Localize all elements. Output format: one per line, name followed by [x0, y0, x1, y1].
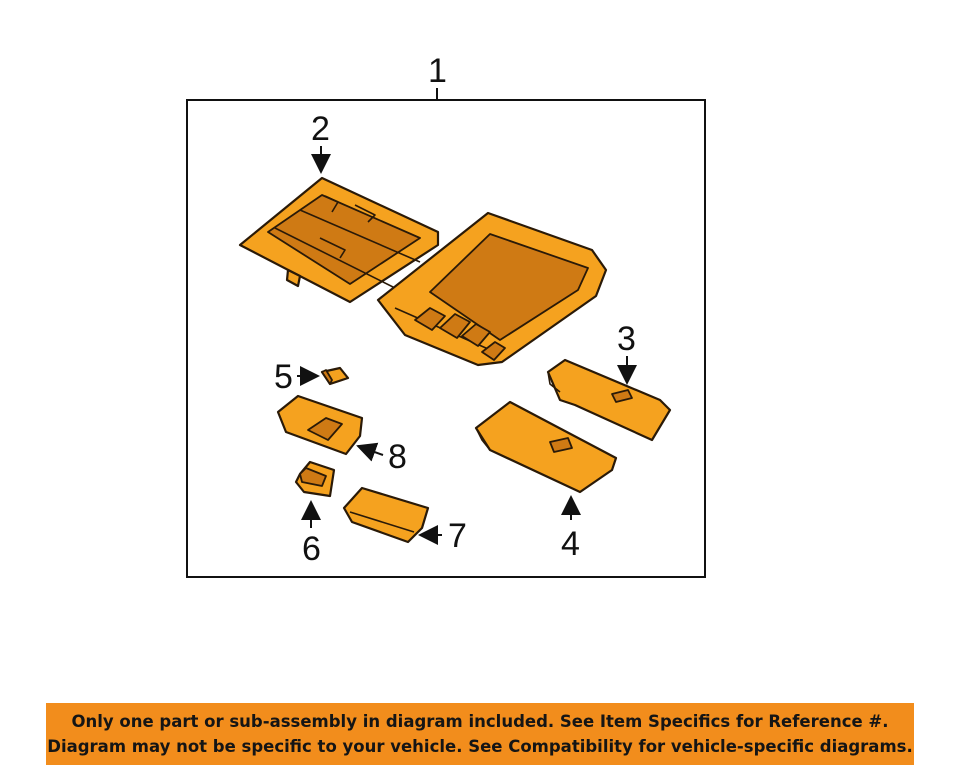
parts-diagram: 1 2 3 4 5 [186, 52, 706, 578]
callout-6: 6 [302, 530, 321, 568]
disclaimer-banner: Only one part or sub-assembly in diagram… [46, 703, 914, 765]
disclaimer-line-2: Diagram may not be specific to your vehi… [47, 737, 913, 756]
callout-2: 2 [311, 110, 330, 148]
part-8-lamp-housing[interactable] [276, 394, 364, 456]
assembly-frame [186, 99, 706, 578]
callout-8: 8 [388, 438, 407, 476]
callout-5: 5 [274, 358, 293, 396]
part-5-bulb[interactable] [320, 366, 350, 386]
callout-7: 7 [448, 517, 467, 555]
callout-8-leader [356, 442, 384, 462]
part-3-right-lens-cover[interactable] [546, 358, 672, 442]
part-7-lens[interactable] [342, 486, 430, 544]
part-4-left-lens-cover[interactable] [474, 400, 618, 494]
disclaimer-line-1: Only one part or sub-assembly in diagram… [71, 712, 889, 731]
callout-1: 1 [428, 52, 447, 90]
part-1-console[interactable] [376, 211, 608, 367]
part-2-bracket[interactable] [238, 176, 440, 304]
callout-3: 3 [617, 320, 636, 358]
callout-4: 4 [561, 525, 580, 563]
part-6-switch[interactable] [294, 460, 336, 498]
